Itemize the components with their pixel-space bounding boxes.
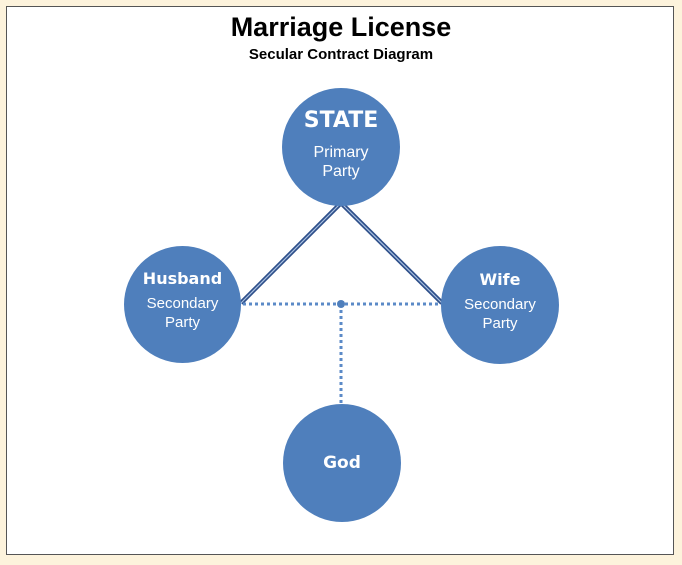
node-state-name: STATE: [303, 107, 379, 133]
node-husband-name: Husband: [142, 269, 223, 288]
diagram-subtitle: Secular Contract Diagram: [248, 46, 434, 63]
link-state-wife-highlight: [340, 202, 443, 304]
node-god-name: God: [323, 453, 361, 473]
node-wife-name: Wife: [479, 269, 521, 289]
node-husband: Husband Secondary Party: [124, 246, 241, 363]
node-husband-role: Secondary Party: [146, 295, 219, 331]
node-state: STATE Primary Party: [282, 88, 400, 206]
node-state-role: Primary Party: [313, 143, 369, 180]
node-wife: Wife Secondary Party: [441, 246, 559, 364]
diagram-title: Marriage License: [230, 12, 452, 42]
node-god: God: [283, 404, 401, 522]
link-state-husband-highlight: [240, 202, 342, 304]
node-wife-role: Secondary Party: [464, 295, 536, 332]
link-junction: [337, 300, 345, 308]
